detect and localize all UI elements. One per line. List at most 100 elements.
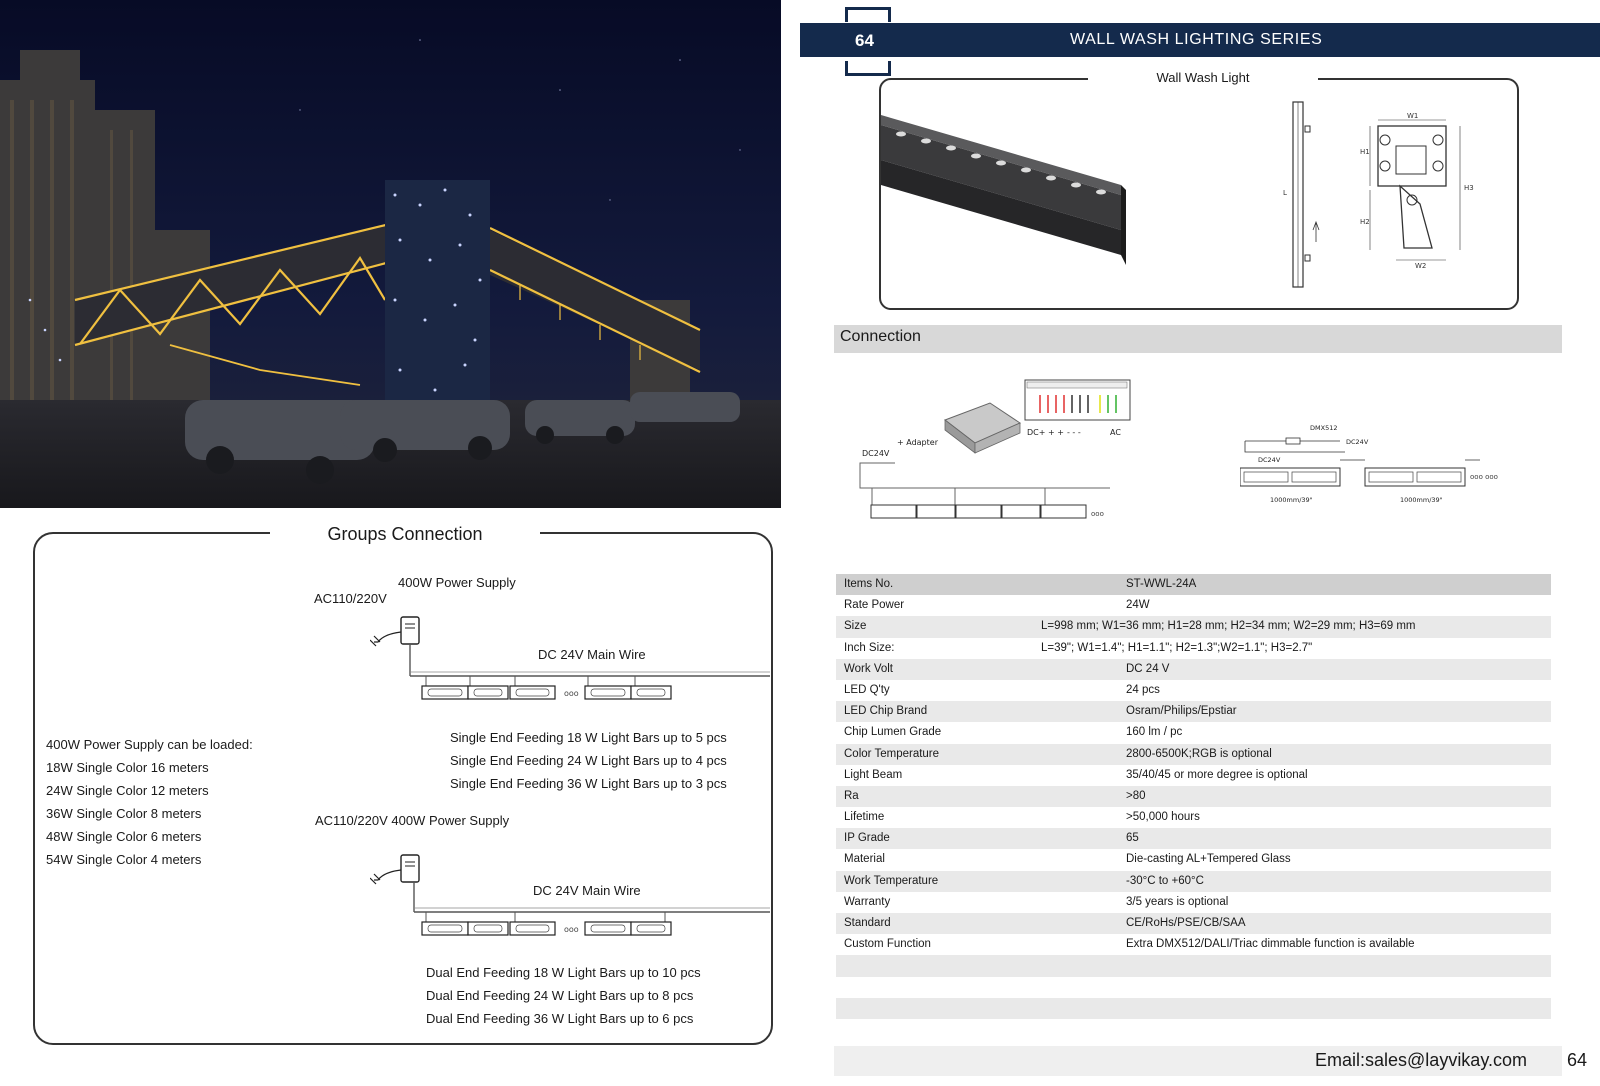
spec-row: Lifetime>50,000 hours [836, 807, 1551, 828]
series-title: WALL WASH LIGHTING SERIES [1070, 31, 1323, 48]
spec-row: Color Temperature 2800-6500K;RGB is optio… [836, 743, 1551, 765]
dim-label-L: L [1283, 189, 1287, 197]
loading-item: 54W Single Color 4 meters [46, 852, 202, 867]
spec-value: 65 [1126, 832, 1139, 845]
spec-value: DC 24 V [1126, 662, 1170, 675]
dual-wire-label: DC 24V Main Wire [533, 883, 641, 898]
spec-value: ST-WWL-24A [1126, 578, 1197, 590]
contact-email[interactable]: Email:sales@layvikay.com [1315, 1050, 1527, 1070]
terminal-ac-label: AC [1110, 428, 1121, 437]
product-figure-title: Wall Wash Light [1088, 67, 1318, 89]
connection-diagram-left: DC+ + + - - - AC + Adapter DC24V ooo [859, 379, 1131, 519]
spec-row: Ra >80 [836, 785, 1551, 808]
spec-value: 35/40/45 or more degree is optional [1126, 768, 1308, 781]
groups-connection-title: Groups Connection [270, 522, 540, 546]
spec-row: Inch Size: L=39"; W1=1.4"; H1=1.1"; H2=1.… [836, 638, 1551, 659]
spec-key: Color Temperature [844, 747, 940, 760]
header-bracket-top [845, 7, 891, 22]
connection-label: Connection [840, 328, 921, 345]
dual-feed-diagram: ooo [370, 854, 770, 936]
spec-value: 24W [1126, 599, 1150, 612]
dual-feed-line: Dual End Feeding 18 W Light Bars up to 1… [426, 965, 701, 980]
spec-key: Chip Lumen Grade [844, 726, 942, 739]
spec-key: LED Q'ty [844, 683, 890, 696]
spec-value: L=998 mm; W1=36 mm; H1=28 mm; H2=34 mm; … [1041, 620, 1416, 633]
spec-row: Light Beam 35/40/45 or more degree is opt… [836, 765, 1551, 786]
spec-key: Work Temperature [844, 874, 939, 887]
svg-text:ooo: ooo [564, 689, 579, 698]
spec-value: -30°C to +60°C [1126, 874, 1204, 887]
dim-label-W2: W2 [1415, 262, 1426, 270]
single-ac-label: AC110/220V [314, 591, 387, 606]
spec-value: >80 [1126, 789, 1146, 802]
spec-key: Warranty [844, 895, 891, 908]
dual-power-label: AC110/220V 400W Power Supply [315, 813, 510, 828]
spec-value: L=39"; W1=1.4"; H1=1.1"; H2=1.3";W2=1.1"… [1041, 641, 1313, 654]
terminal-neg-label: - - - [1067, 428, 1081, 437]
loading-item: 18W Single Color 16 meters [46, 760, 209, 775]
spec-value: 24 pcs [1126, 683, 1160, 696]
spec-row-empty [836, 977, 1551, 998]
page-number-top: 64 [855, 31, 874, 50]
spec-key: Work Volt [844, 662, 893, 675]
spec-row: Work Volt DC 24 V [836, 658, 1551, 680]
spec-key: LED Chip Brand [844, 705, 928, 718]
dc24v-right-label: DC24V [1346, 438, 1369, 446]
spec-row: Custom Function Extra DMX512/DALI/Triac d… [836, 934, 1551, 955]
spec-key: Rate Power [844, 599, 905, 612]
single-feed-line: Single End Feeding 36 W Light Bars up to… [450, 776, 727, 791]
spec-row: Items No. ST-WWL-24A [836, 574, 1551, 596]
page-number-bottom: 64 [1567, 1050, 1588, 1070]
dim-label-H1: H1 [1360, 148, 1370, 156]
header-bar [800, 23, 1600, 57]
adapter-label: + Adapter [897, 438, 939, 447]
spec-row: Chip Lumen Grade 160 lm / pc [836, 722, 1551, 743]
dim-label-H3: H3 [1464, 184, 1474, 192]
spec-row: Standard CE/RoHs/PSE/CB/SAA [836, 913, 1551, 935]
footer-band [834, 1046, 1562, 1076]
spec-value: >50,000 hours [1126, 811, 1200, 824]
plug-icon [370, 873, 381, 885]
svg-text:ooo: ooo [1091, 510, 1104, 518]
spec-key: IP Grade [844, 832, 890, 845]
spec-row-empty [836, 955, 1551, 977]
spec-value: Extra DMX512/DALI/Triac dimmable functio… [1126, 938, 1415, 951]
loading-item: 24W Single Color 12 meters [46, 783, 209, 798]
spec-key: Ra [844, 789, 859, 802]
dim-label-H2: H2 [1360, 218, 1370, 226]
spec-key: Standard [844, 917, 891, 929]
loading-heading: 400W Power Supply can be loaded: [46, 737, 253, 752]
dual-feed-line: Dual End Feeding 36 W Light Bars up to 6… [426, 1011, 694, 1026]
spec-value: 2800-6500K;RGB is optional [1126, 747, 1272, 760]
dc24v-label: DC24V [862, 449, 890, 458]
loading-item: 48W Single Color 6 meters [46, 829, 202, 844]
spec-key: Light Beam [844, 768, 903, 781]
spec-value: CE/RoHs/PSE/CB/SAA [1126, 917, 1246, 929]
single-feed-diagram: ooo [370, 616, 770, 700]
spec-key: Size [844, 620, 867, 633]
dc24v-lower-label: DC24V [1258, 456, 1281, 464]
dmx512-label: DMX512 [1310, 424, 1337, 432]
power-supply-icon [400, 854, 420, 883]
loading-item: 36W Single Color 8 meters [46, 806, 202, 821]
spec-key: Inch Size: [844, 641, 895, 654]
svg-text:ooo: ooo [564, 925, 579, 934]
svg-text:ooo ooo: ooo ooo [1470, 473, 1498, 481]
night-bridge-photo [0, 0, 781, 508]
spec-key: Custom Function [844, 938, 931, 951]
spec-row: LED Chip Brand Osram/Philips/Epstiar [836, 701, 1551, 723]
power-supply-icon [400, 616, 420, 645]
spec-key: Items No. [844, 578, 894, 590]
spec-row: Size L=998 mm; W1=36 mm; H1=28 mm; H2=34 … [836, 616, 1551, 638]
dim-label-W1: W1 [1407, 112, 1418, 120]
spec-row-empty [836, 997, 1551, 1019]
spec-value: 160 lm / pc [1126, 726, 1183, 739]
spec-value: Die-casting AL+Tempered Glass [1126, 853, 1291, 866]
spec-value: Osram/Philips/Epstiar [1126, 705, 1237, 718]
spec-row: IP Grade 65 [836, 828, 1551, 850]
plug-icon [370, 635, 381, 647]
connection-diagram-right: DMX512 DC24V DC24V ooo ooo 1000mm/39" 10… [1240, 424, 1498, 504]
